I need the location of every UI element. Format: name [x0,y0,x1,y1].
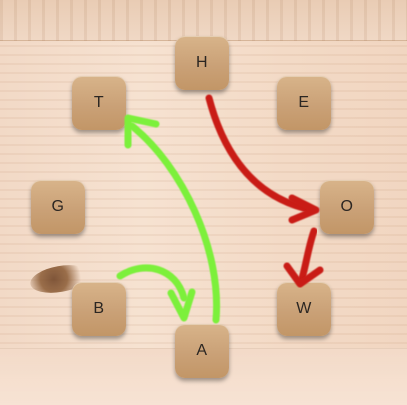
tile-letter: H [195,54,209,71]
letter-tile-o[interactable]: O [320,180,374,234]
tile-letter: A [196,342,208,359]
tile-letter: O [340,198,354,215]
letter-tile-g[interactable]: G [31,180,85,234]
letter-tile-t[interactable]: T [72,76,126,130]
tile-letter: B [93,300,105,317]
letter-tile-h[interactable]: H [175,36,229,90]
tile-letter: T [93,94,105,111]
tile-letter: W [296,300,312,317]
letter-tile-b[interactable]: B [72,282,126,336]
tile-letter: E [298,94,310,111]
tile-letter: G [51,198,65,215]
letter-tile-w[interactable]: W [277,282,331,336]
letter-tile-a[interactable]: A [175,324,229,378]
letter-tile-e[interactable]: E [277,76,331,130]
